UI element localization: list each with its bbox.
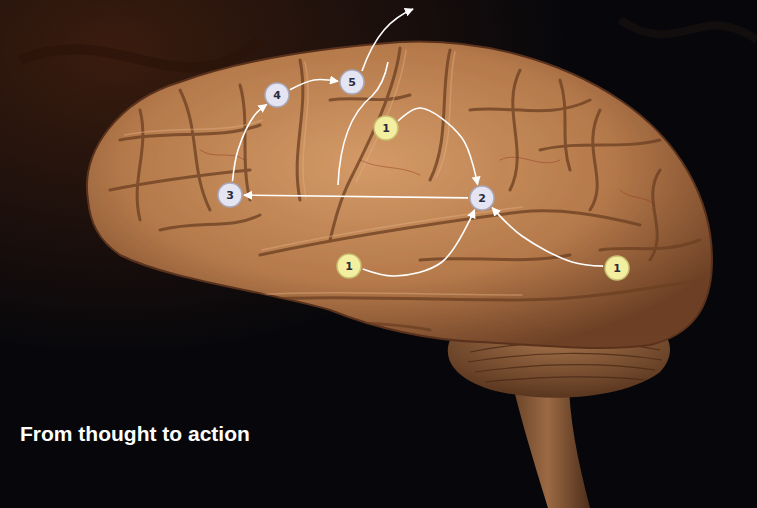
step-circle: 1 xyxy=(373,115,399,141)
flow-arrow xyxy=(232,104,266,181)
callout-number: 2 xyxy=(478,192,486,205)
flow-arrow xyxy=(363,210,475,276)
callout-number: 4 xyxy=(273,89,281,102)
step-circle: 1 xyxy=(336,253,362,279)
step-circle: 4 xyxy=(264,82,290,108)
callout-number: 3 xyxy=(226,189,234,202)
callout-number: 1 xyxy=(382,122,390,135)
step-circle: 1 xyxy=(604,255,630,281)
step-circle: 3 xyxy=(217,182,243,208)
flow-arrow xyxy=(398,108,478,185)
diagram-title: From thought to action xyxy=(20,422,250,446)
callout-number: 5 xyxy=(348,76,356,89)
step-circle: 2 xyxy=(469,185,495,211)
flow-arrow xyxy=(244,195,468,198)
flow-arrow xyxy=(290,80,338,90)
callout-number: 1 xyxy=(613,262,621,275)
callout-number: 1 xyxy=(345,260,353,273)
flow-arrow xyxy=(492,208,603,267)
step-circle: 5 xyxy=(339,69,365,95)
exit-arrow xyxy=(362,9,413,71)
